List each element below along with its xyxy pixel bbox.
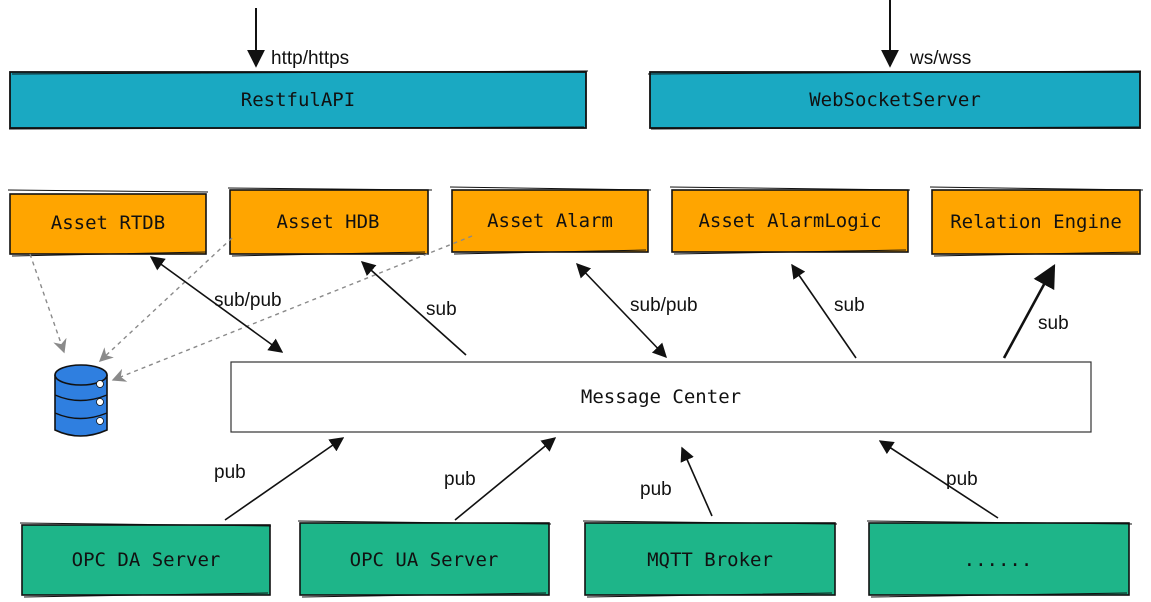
asset-hdb-box: Asset HDB [227,187,433,257]
message-center-label: Message Center [581,386,741,408]
edge-label-alarm: sub/pub [630,295,698,316]
edge-relation-center [1002,263,1056,359]
edge-label-more: pub [946,469,978,490]
edge-label-alarmlogic: sub [834,295,865,316]
opc-ua-server-label: OPC UA Server [350,549,499,571]
ws-label: ws/wss [909,48,971,69]
more-sources-box: ...... [866,520,1133,598]
restful-api-label: RestfulAPI [241,89,355,111]
opc-da-server-box: OPC DA Server [19,522,272,598]
edge-label-opc-ua: pub [444,469,476,490]
message-center-box: Message Center [230,361,1092,433]
asset-rtdb-box: Asset RTDB [7,189,209,257]
asset-rtdb-label: Asset RTDB [51,212,165,234]
mqtt-broker-label: MQTT Broker [647,549,773,571]
edge-label-hdb: sub [426,299,457,320]
websocket-server-label: WebSocketServer [809,89,981,111]
edge-alarmlogic-center [791,263,857,359]
database-icon [54,364,108,437]
websocket-server-box: WebSocketServer [647,70,1142,130]
edge-alarm-center [576,262,667,359]
asset-alarmlogic-label: Asset AlarmLogic [698,210,881,232]
edge-opc-da-center [224,437,345,521]
edge-label-relation: sub [1038,313,1069,334]
restful-api-box: RestfulAPI [8,70,589,130]
edge-more-center [878,440,999,519]
mqtt-broker-box: MQTT Broker [582,520,838,598]
edge-hdb-center [360,261,467,356]
edge-label-rtdb: sub/pub [214,290,282,311]
http-label: http/https [271,48,349,69]
more-sources-label: ...... [964,549,1033,571]
edge-rtdb-center [149,256,284,353]
edge-label-opc-da: pub [214,462,246,483]
opc-ua-server-box: OPC UA Server [297,520,552,598]
relation-engine-box: Relation Engine [929,186,1144,257]
edge-mqtt-center [680,446,713,517]
edge-opc-ua-center [454,437,557,521]
asset-alarm-box: Asset Alarm [449,186,652,255]
edge-label-mqtt: pub [640,479,672,500]
opc-da-server-label: OPC DA Server [72,549,221,571]
relation-engine-label: Relation Engine [950,211,1122,233]
asset-alarmlogic-box: Asset AlarmLogic [669,186,911,255]
asset-alarm-label: Asset Alarm [487,210,613,232]
asset-hdb-label: Asset HDB [277,211,380,233]
